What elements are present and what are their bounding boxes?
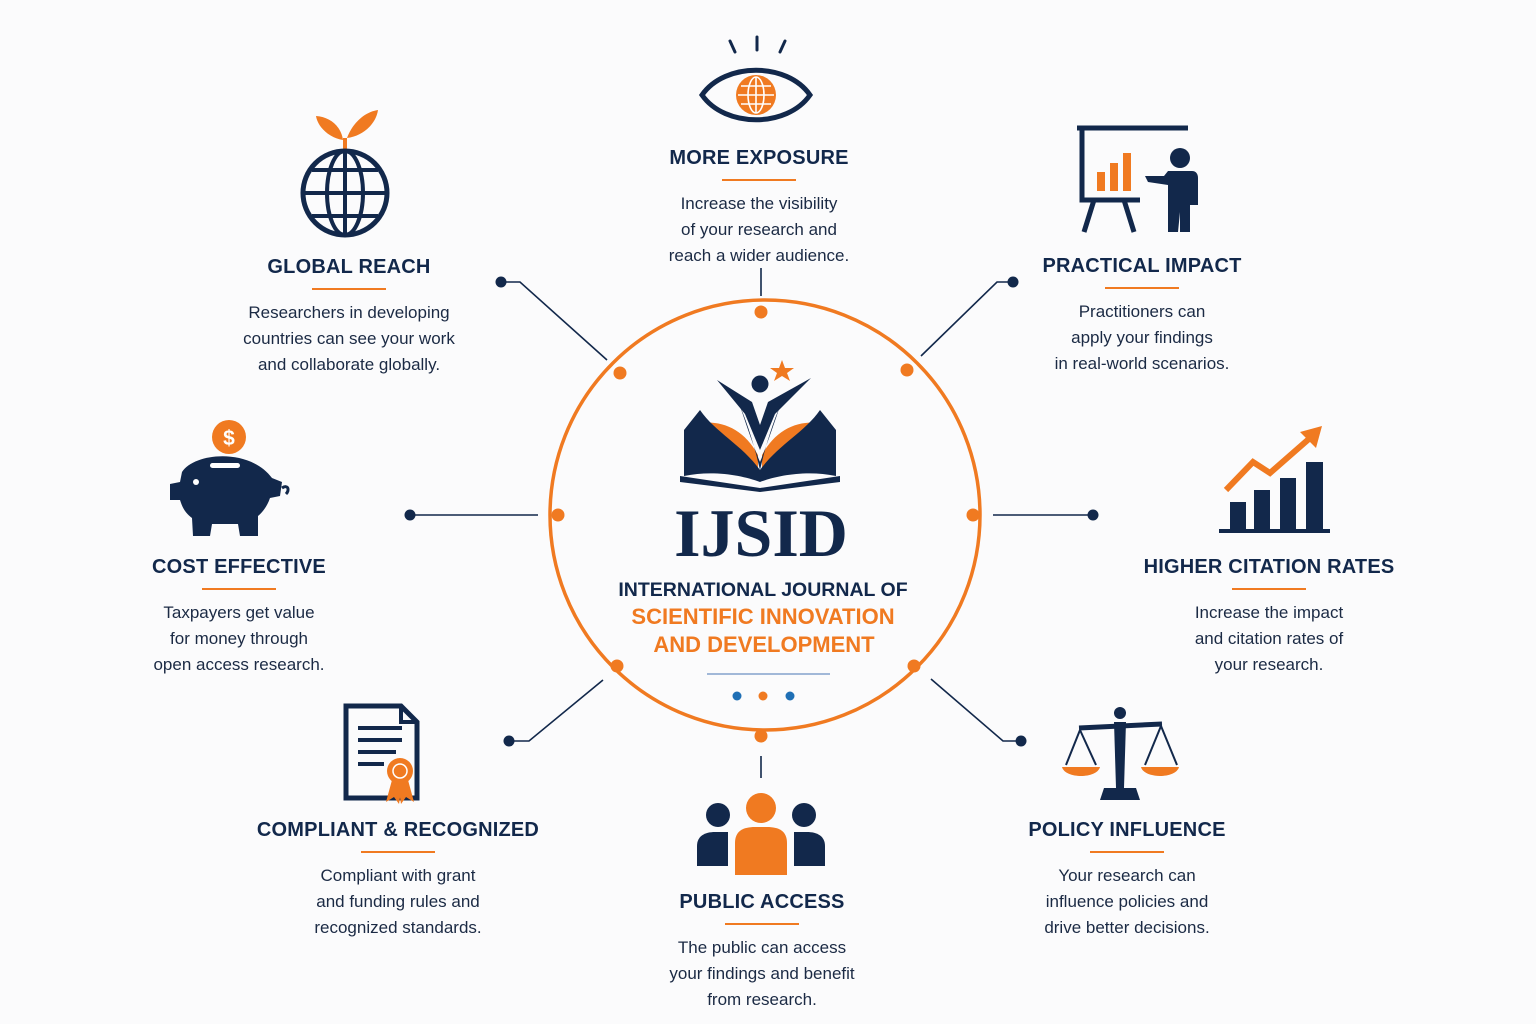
center-dots bbox=[732, 691, 795, 701]
star-icon bbox=[770, 360, 794, 381]
balance-scale-icon bbox=[1062, 707, 1179, 800]
title-underline bbox=[1105, 287, 1179, 289]
people-group-icon bbox=[697, 793, 825, 875]
journal-subtitle-line2: SCIENTIFIC INNOVATION bbox=[631, 604, 894, 629]
feature-more-exposure: MORE EXPOSURE Increase the visibility of… bbox=[599, 146, 919, 269]
title-underline bbox=[1232, 588, 1306, 590]
ring-nodes bbox=[551, 305, 980, 743]
feature-public-access: PUBLIC ACCESS The public can access your… bbox=[602, 890, 922, 1013]
feature-description: Increase the impact and citation rates o… bbox=[1194, 603, 1344, 674]
feature-practical-impact: PRACTICAL IMPACT Practitioners can apply… bbox=[982, 254, 1302, 377]
feature-title: PUBLIC ACCESS bbox=[679, 891, 845, 913]
feature-description: Taxpayers get value for money through op… bbox=[153, 603, 325, 674]
feature-description: Compliant with grant and funding rules a… bbox=[314, 866, 482, 937]
connector-end-dots bbox=[404, 276, 1099, 747]
feature-title: POLICY INFLUENCE bbox=[1028, 819, 1226, 841]
feature-compliant-recognized: COMPLIANT & RECOGNIZED Compliant with gr… bbox=[238, 818, 558, 941]
presentation-board-icon bbox=[1077, 125, 1198, 233]
piggy-bank-icon: $ bbox=[170, 420, 290, 536]
rising-bar-chart-icon bbox=[1219, 426, 1330, 533]
feature-title: GLOBAL REACH bbox=[267, 256, 431, 278]
title-underline bbox=[725, 923, 799, 925]
feature-policy-influence: POLICY INFLUENCE Your research can influ… bbox=[967, 818, 1287, 941]
connector-policy-influence bbox=[930, 678, 1021, 742]
title-underline bbox=[312, 288, 386, 290]
feature-title: COMPLIANT & RECOGNIZED bbox=[256, 819, 540, 841]
feature-description: Your research can influence policies and… bbox=[1044, 866, 1210, 937]
svg-text:$: $ bbox=[223, 427, 235, 450]
feature-description: Researchers in developing countries can … bbox=[243, 303, 455, 374]
feature-title: HIGHER CITATION RATES bbox=[1143, 556, 1395, 578]
eye-globe-icon bbox=[698, 35, 814, 123]
connector-compliant bbox=[509, 679, 604, 742]
feature-higher-citation-rates: HIGHER CITATION RATES Increase the impac… bbox=[1109, 555, 1429, 678]
feature-global-reach: GLOBAL REACH Researchers in developing c… bbox=[189, 255, 509, 378]
title-underline bbox=[202, 588, 276, 590]
title-underline bbox=[361, 851, 435, 853]
title-underline bbox=[1090, 851, 1164, 853]
feature-description: Increase the visibility of your research… bbox=[668, 194, 850, 265]
journal-logo-icon bbox=[680, 360, 840, 492]
center-ring bbox=[548, 298, 982, 732]
feature-title: MORE EXPOSURE bbox=[669, 147, 849, 169]
feature-title: COST EFFECTIVE bbox=[152, 556, 326, 578]
title-underline bbox=[722, 179, 796, 181]
feature-description: Practitioners can apply your findings in… bbox=[1054, 302, 1230, 373]
connector-global-reach bbox=[501, 281, 608, 361]
feature-title: PRACTICAL IMPACT bbox=[1042, 255, 1242, 277]
journal-subtitle-line3: AND DEVELOPMENT bbox=[653, 632, 875, 657]
feature-description: The public can access your findings and … bbox=[669, 938, 855, 1009]
certificate-document-icon bbox=[343, 703, 420, 804]
feature-cost-effective: COST EFFECTIVE Taxpayers get value for m… bbox=[79, 555, 399, 678]
globe-sprout-icon bbox=[300, 110, 390, 238]
journal-acronym: IJSID bbox=[674, 495, 848, 571]
journal-subtitle-line1: INTERNATIONAL JOURNAL OF bbox=[618, 579, 907, 601]
